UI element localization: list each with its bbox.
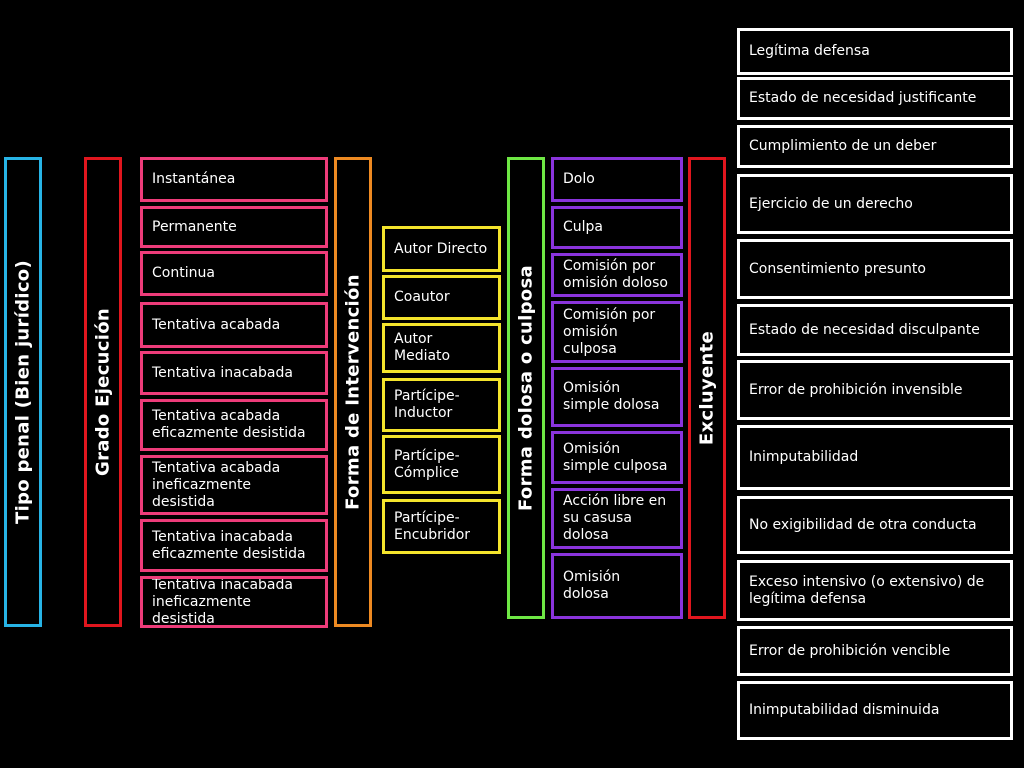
dolosa-item: Dolo xyxy=(551,157,683,202)
dolosa-item: Acción libre en su casusa dolosa xyxy=(551,488,683,549)
column-forma-dolosa: Forma dolosa o culposa xyxy=(507,157,545,619)
dolosa-item: Comisión por omisión doloso xyxy=(551,253,683,297)
intervencion-item: Partícipe- Encubridor xyxy=(382,499,501,554)
dolosa-item: Omisión simple culposa xyxy=(551,431,683,484)
excluyente-item: Exceso intensivo (o extensivo) de legíti… xyxy=(737,560,1013,621)
excluyente-item: Cumplimiento de un deber xyxy=(737,125,1013,168)
excluyente-item: No exigibilidad de otra conducta xyxy=(737,496,1013,554)
grado-item: Tentativa inacabada xyxy=(140,351,328,395)
column-tipo-penal-label: Tipo penal (Bien jurídico) xyxy=(12,259,34,525)
dolosa-item: Omisión dolosa xyxy=(551,553,683,619)
excluyente-item: Error de prohibición vencible xyxy=(737,626,1013,676)
column-grado-ejecucion: Grado Ejecución xyxy=(84,157,122,627)
dolosa-item: Culpa xyxy=(551,206,683,249)
column-excluyente: Excluyente xyxy=(688,157,726,619)
column-forma-intervencion: Forma de Intervención xyxy=(334,157,372,627)
excluyente-item: Ejercicio de un derecho xyxy=(737,174,1013,234)
intervencion-item: Autor Directo xyxy=(382,226,501,272)
column-grado-ejecucion-label: Grado Ejecución xyxy=(92,308,114,476)
intervencion-item: Partícipe- Inductor xyxy=(382,378,501,432)
grado-item: Tentativa inacabada ineficazmente desist… xyxy=(140,576,328,628)
dolosa-item: Omisión simple dolosa xyxy=(551,367,683,427)
grado-item: Tentativa acabada xyxy=(140,302,328,348)
dolosa-item: Comisión por omisión culposa xyxy=(551,301,683,363)
column-forma-intervencion-label: Forma de Intervención xyxy=(342,274,364,510)
column-excluyente-label: Excluyente xyxy=(696,330,718,446)
excluyente-item: Estado de necesidad disculpante xyxy=(737,304,1013,356)
intervencion-item: Partícipe- Cómplice xyxy=(382,435,501,494)
grado-item: Tentativa inacabada eficazmente desistid… xyxy=(140,519,328,572)
excluyente-item: Error de prohibición invensible xyxy=(737,360,1013,420)
excluyente-item: Estado de necesidad justificante xyxy=(737,77,1013,120)
grado-item: Tentativa acabada eficazmente desistida xyxy=(140,399,328,451)
excluyente-item: Legítima defensa xyxy=(737,28,1013,75)
excluyente-item: Consentimiento presunto xyxy=(737,239,1013,299)
column-tipo-penal: Tipo penal (Bien jurídico) xyxy=(4,157,42,627)
column-forma-dolosa-label: Forma dolosa o culposa xyxy=(515,265,537,511)
intervencion-item: Coautor xyxy=(382,275,501,320)
grado-item: Continua xyxy=(140,251,328,296)
grado-item: Permanente xyxy=(140,206,328,248)
grado-item: Tentativa acabada ineficazmente desistid… xyxy=(140,455,328,515)
excluyente-item: Inimputabilidad xyxy=(737,425,1013,490)
grado-item: Instantánea xyxy=(140,157,328,202)
excluyente-item: Inimputabilidad disminuida xyxy=(737,681,1013,740)
intervencion-item: Autor Mediato xyxy=(382,323,501,373)
